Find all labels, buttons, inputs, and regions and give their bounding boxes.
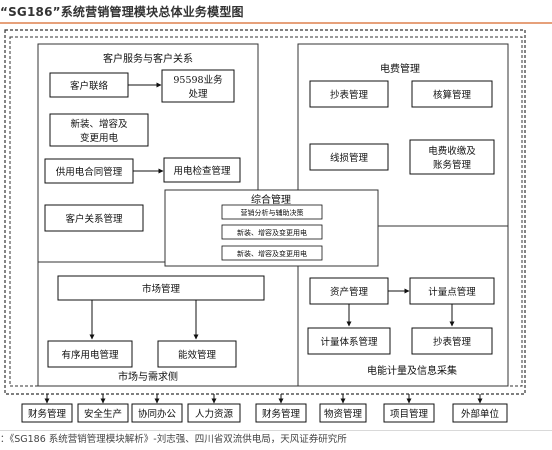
orderly-power-box bbox=[47, 340, 133, 368]
meter-reading-label: 抄表管理 bbox=[330, 89, 369, 101]
integrated-title: 综合管理 bbox=[251, 193, 291, 206]
new-install-label-2: 变更用电 bbox=[80, 132, 119, 144]
metering-system-box bbox=[307, 327, 391, 355]
integrated-new-install-1-label: 新装、增容及变更用电 bbox=[237, 228, 307, 237]
integrated-new-install-1-box bbox=[221, 224, 323, 240]
efficiency-box bbox=[157, 340, 237, 368]
metering-reading-label: 抄表管理 bbox=[433, 336, 472, 348]
metering-caption: 电能计量及信息采集 bbox=[367, 364, 457, 377]
interface-box bbox=[383, 403, 435, 423]
interface-box bbox=[77, 403, 129, 423]
interface-label: 安全生产 bbox=[84, 408, 122, 420]
hotline-processing-label-2: 处理 bbox=[188, 88, 208, 100]
integrated-new-install-2-label: 新装、增容及变更用电 bbox=[237, 249, 307, 258]
customer-contact-label: 客户联络 bbox=[70, 80, 109, 92]
integrated-new-install-2-box bbox=[221, 245, 323, 261]
interface-row: 财务管理 安全生产 协同办公 人力资源 财务管理 物资管理 项目管理 外部单位 bbox=[21, 394, 508, 423]
interface-box bbox=[21, 403, 73, 423]
fee-collection-box bbox=[409, 139, 495, 175]
marketing-analysis-box bbox=[221, 204, 323, 220]
hotline-processing-label-1: 95598业务 bbox=[173, 74, 223, 86]
interface-label: 人力资源 bbox=[195, 408, 234, 420]
interface-label: 协同办公 bbox=[138, 408, 177, 420]
market-management-label: 市场管理 bbox=[142, 283, 181, 295]
interface-label: 财务管理 bbox=[262, 408, 301, 420]
accounting-label: 核算管理 bbox=[433, 89, 472, 101]
interface-label: 外部单位 bbox=[461, 408, 500, 420]
new-install-box bbox=[49, 113, 149, 147]
customer-service-title: 客户服务与客户关系 bbox=[103, 52, 193, 65]
interface-label: 财务管理 bbox=[28, 408, 67, 420]
fee-collection-label-1: 电费收缴及 bbox=[428, 145, 476, 157]
efficiency-label: 能效管理 bbox=[178, 349, 217, 361]
line-loss-label: 线损管理 bbox=[330, 152, 369, 164]
interface-box bbox=[187, 403, 241, 423]
interface-label: 项目管理 bbox=[390, 408, 429, 420]
title-divider bbox=[0, 22, 552, 24]
interface-box bbox=[131, 403, 183, 423]
customer-relations-label: 客户关系管理 bbox=[65, 213, 123, 225]
metering-system-label: 计量体系管理 bbox=[320, 336, 378, 348]
interface-box bbox=[319, 403, 367, 423]
meter-reading-box bbox=[309, 80, 389, 108]
interface-box bbox=[452, 403, 508, 423]
power-contract-label: 供用电合同管理 bbox=[56, 166, 123, 178]
new-install-label-1: 新装、增容及 bbox=[70, 118, 128, 130]
source-note: ：《SG186 系统营销管理模块解析》-刘志强、四川省双流供电局，天风证券研究所 bbox=[0, 434, 347, 445]
metering-point-label: 计量点管理 bbox=[428, 286, 476, 298]
accounting-box bbox=[411, 80, 493, 108]
interface-label: 物资管理 bbox=[324, 408, 363, 420]
orderly-power-label: 有序用电管理 bbox=[61, 349, 119, 361]
power-inspection-label: 用电检查管理 bbox=[173, 165, 231, 177]
line-loss-box bbox=[309, 143, 389, 171]
asset-box bbox=[309, 277, 389, 305]
metering-reading-box bbox=[411, 327, 493, 355]
hotline-processing-box bbox=[161, 69, 235, 103]
asset-label: 资产管理 bbox=[330, 286, 369, 298]
marketing-analysis-label: 营销分析与辅助决策 bbox=[241, 208, 304, 217]
market-caption: 市场与需求侧 bbox=[118, 370, 178, 383]
outer-frame bbox=[4, 29, 526, 395]
customer-contact-box bbox=[49, 72, 129, 98]
source-divider bbox=[0, 430, 552, 431]
customer-relations-box bbox=[44, 204, 144, 232]
interface-box bbox=[255, 403, 307, 423]
figure-title: “SG186”系统营销管理模块总体业务模型图 bbox=[0, 5, 244, 19]
fee-collection-label-2: 账务管理 bbox=[433, 159, 472, 171]
billing-title: 电费管理 bbox=[380, 62, 420, 75]
power-inspection-box bbox=[163, 157, 241, 183]
market-management-box bbox=[57, 275, 265, 301]
metering-point-box bbox=[409, 277, 495, 305]
